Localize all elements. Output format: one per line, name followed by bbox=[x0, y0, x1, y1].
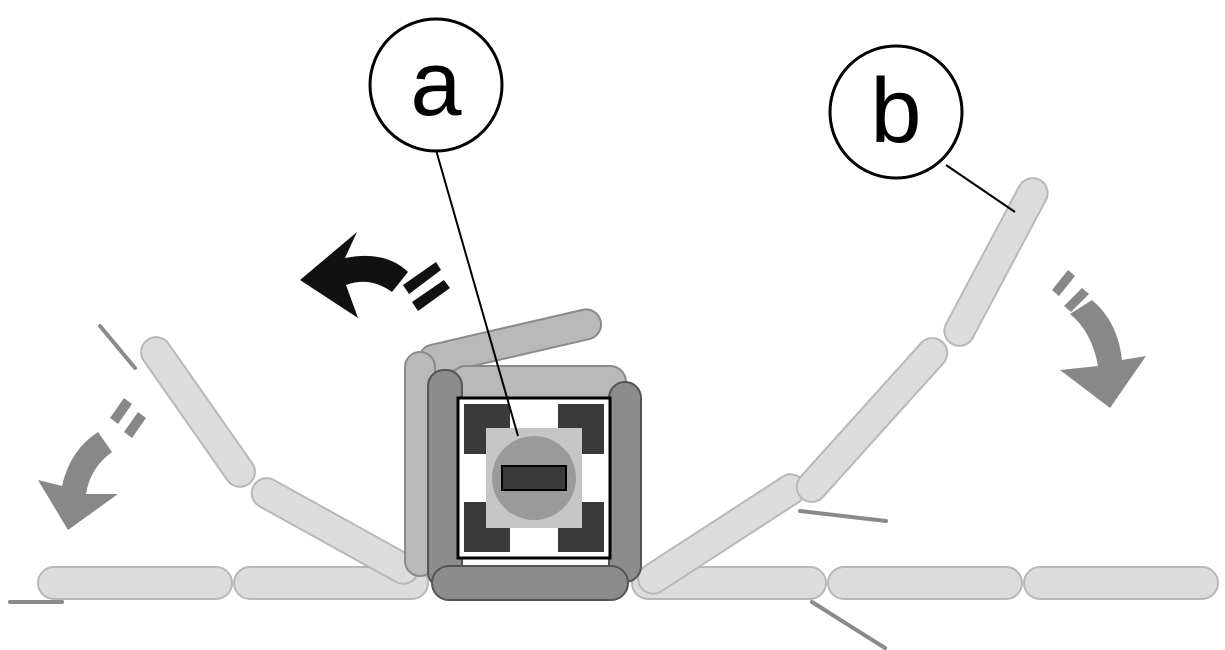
gray-arrow-right bbox=[1052, 270, 1146, 408]
callout-a: a bbox=[368, 17, 504, 153]
black-arrow-motion-line-2 bbox=[412, 280, 450, 311]
motor-module bbox=[404, 308, 642, 601]
gray-arrow-left-motion-line-1 bbox=[110, 398, 132, 424]
spoke-right-bottom bbox=[810, 600, 887, 650]
black-arrow-counterclockwise bbox=[300, 232, 450, 318]
leader-line-a bbox=[435, 149, 519, 437]
bracket-bottom-right bbox=[558, 502, 604, 552]
ground-rod-2 bbox=[233, 566, 429, 600]
spoke-right-mid bbox=[798, 509, 888, 523]
right-arm-upper bbox=[943, 177, 1049, 347]
spoke-left-top bbox=[98, 324, 137, 370]
gray-arrow-left-motion-line-2 bbox=[124, 412, 146, 438]
callout-b-label: b bbox=[870, 60, 921, 162]
bracket-bottom-left bbox=[464, 502, 510, 552]
gray-arrow-right-motion-line-2 bbox=[1064, 288, 1089, 312]
left-arm bbox=[140, 336, 420, 585]
ground-rod-1 bbox=[37, 566, 233, 600]
right-arm-middle bbox=[795, 337, 949, 503]
left-arm-upper bbox=[140, 336, 256, 488]
black-arrow-shape bbox=[300, 232, 408, 318]
bracket-top-right bbox=[558, 404, 604, 454]
gray-arrow-right-motion-line-1 bbox=[1052, 270, 1075, 296]
black-arrow-motion-line-1 bbox=[403, 262, 441, 294]
module-frame-top bbox=[449, 365, 627, 399]
connector-spokes bbox=[8, 324, 888, 650]
motion-arrows bbox=[38, 232, 1146, 530]
callout-leaders bbox=[435, 149, 1016, 437]
ground-rod-chain bbox=[37, 566, 1219, 600]
callout-b: b bbox=[828, 44, 964, 180]
callout-b-circle bbox=[828, 44, 964, 180]
leader-line-b bbox=[945, 164, 1016, 213]
callout-a-label: a bbox=[410, 33, 462, 135]
module-frame-bottom bbox=[431, 565, 629, 601]
bracket-top-left bbox=[464, 404, 510, 454]
gray-arrow-left-shape bbox=[38, 432, 118, 530]
ground-rod-4 bbox=[827, 566, 1023, 600]
gray-arrow-right-shape bbox=[1060, 300, 1146, 408]
callout-a-circle bbox=[368, 17, 504, 153]
right-arm bbox=[637, 177, 1049, 595]
ground-rod-5 bbox=[1023, 566, 1219, 600]
gray-arrow-left bbox=[38, 398, 146, 530]
module-frame-right bbox=[608, 381, 642, 583]
motor-shaft bbox=[501, 465, 567, 491]
